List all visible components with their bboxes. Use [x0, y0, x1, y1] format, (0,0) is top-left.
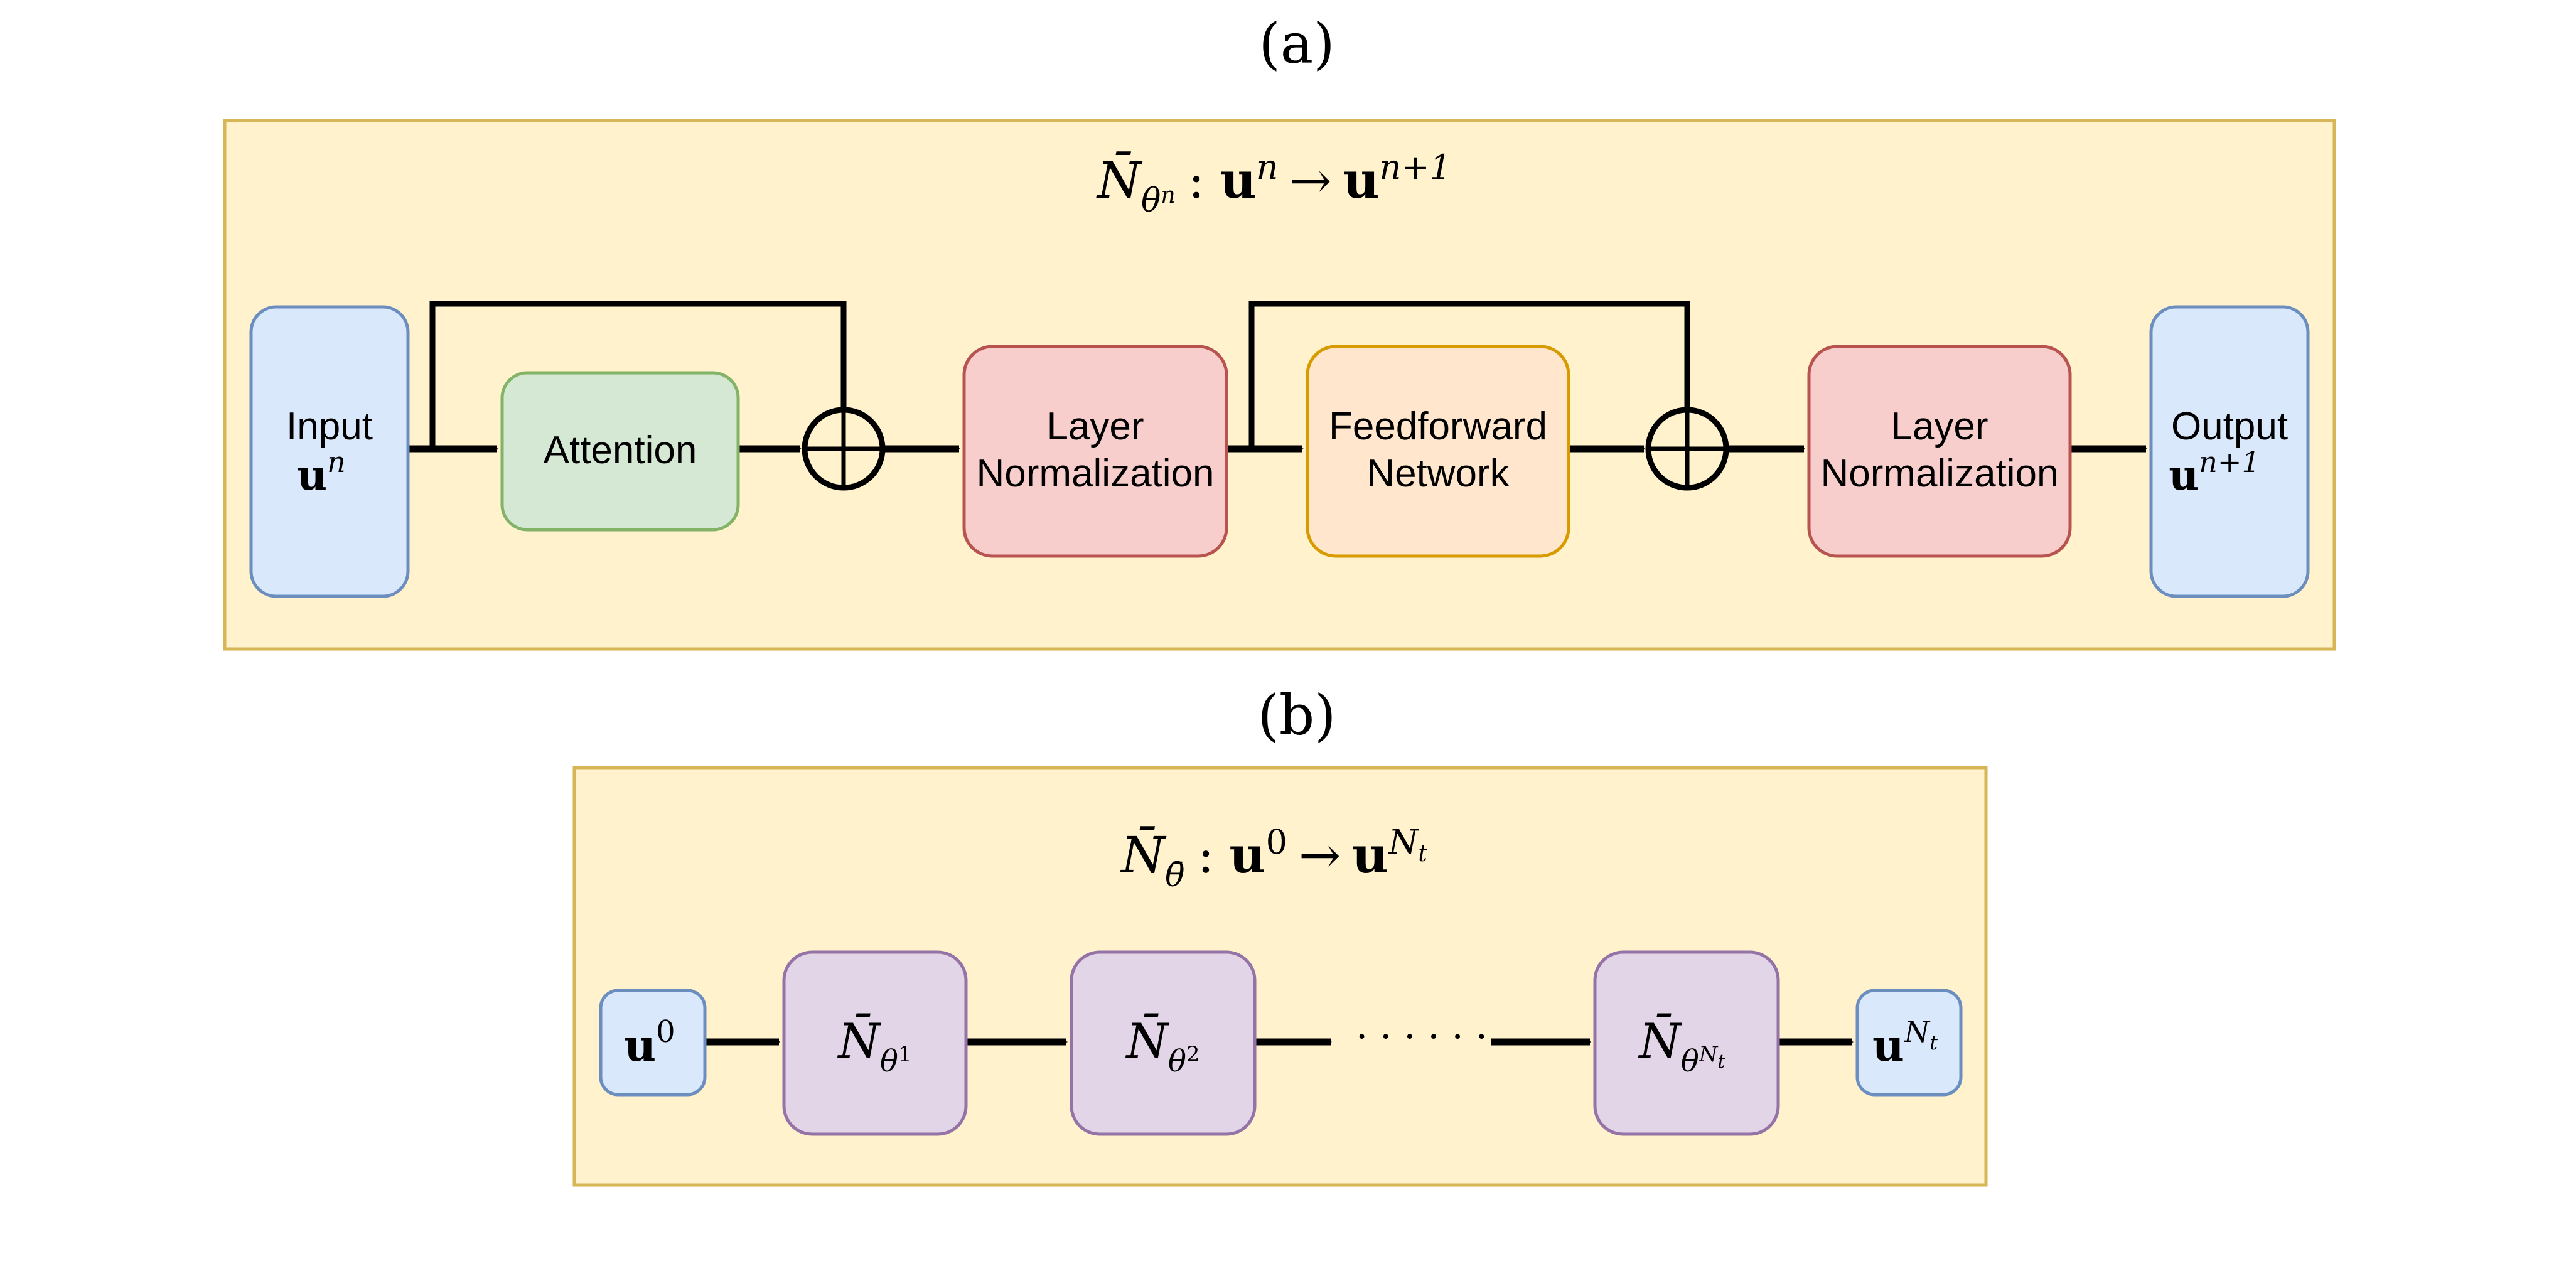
input-var: un	[297, 445, 346, 500]
feedforward-line2: Network	[1366, 452, 1510, 495]
attention-label: Attention	[544, 429, 697, 472]
layer-norm-1-line2: Normalization	[976, 452, 1214, 495]
ellipsis: · · · · · ·	[1356, 1015, 1488, 1059]
output-label: Output	[2171, 405, 2288, 448]
operator-node-1[interactable]: N̄θ1	[782, 950, 968, 1136]
output-node[interactable]: Output un+1	[2149, 305, 2310, 598]
layer-norm-2-line2: Normalization	[1820, 452, 2058, 495]
input-node[interactable]: Input un	[249, 305, 410, 598]
layer-norm-node-2[interactable]: Layer Normalization	[1807, 345, 2072, 558]
uNt-var: uNt	[1872, 1015, 1938, 1071]
operator-node-Nt[interactable]: N̄θNt	[1593, 950, 1780, 1136]
operator-Nt-label: N̄θNt	[1638, 1012, 1725, 1079]
output-var: un+1	[2169, 445, 2260, 500]
panel-a-title: N̄θn:un→un+1	[1096, 147, 1451, 220]
operator-1-label: N̄θ1	[837, 1012, 911, 1079]
u0-node[interactable]: u0	[599, 989, 707, 1097]
panel-a-label: (a)	[1258, 11, 1334, 76]
layer-norm-node-1[interactable]: Layer Normalization	[962, 345, 1228, 558]
uNt-node[interactable]: uNt	[1855, 989, 1963, 1097]
skip-connection-2	[1248, 301, 1690, 449]
input-label: Input	[286, 405, 373, 448]
operator-node-2[interactable]: N̄θ2	[1070, 950, 1257, 1136]
u0-var: u0	[624, 1014, 675, 1071]
panel-b-label: (b)	[1258, 683, 1336, 748]
add-node-2	[1645, 407, 1729, 491]
operator-2-label: N̄θ2	[1125, 1012, 1199, 1079]
feedforward-line1: Feedforward	[1329, 405, 1547, 448]
skip-connection-1	[429, 301, 847, 449]
attention-node[interactable]: Attention	[500, 371, 740, 532]
panel-b-title: N̄θ̄:u0→uNt	[1120, 822, 1427, 894]
layer-norm-2-line1: Layer	[1891, 405, 1988, 448]
feedforward-node[interactable]: Feedforward Network	[1306, 345, 1570, 558]
layer-norm-1-line1: Layer	[1046, 405, 1144, 448]
add-node-1	[802, 407, 886, 491]
